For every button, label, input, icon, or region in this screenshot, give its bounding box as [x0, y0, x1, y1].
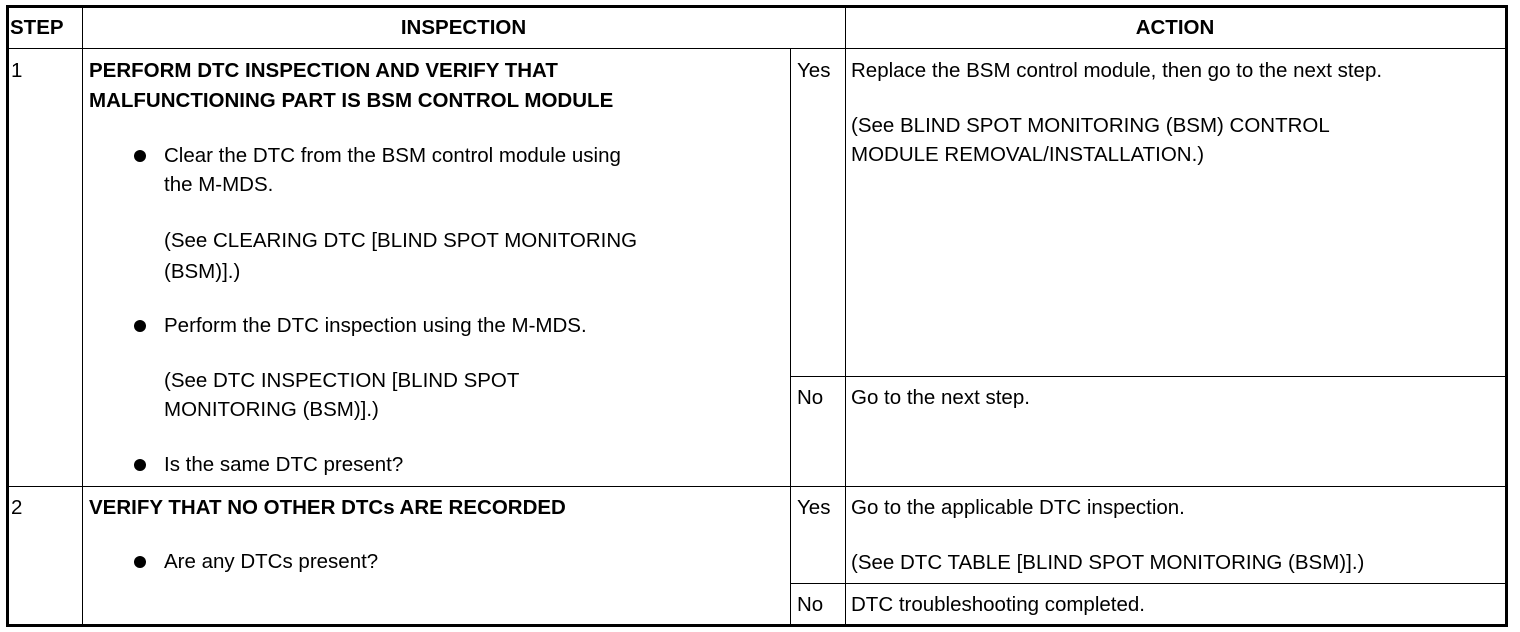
- troubleshooting-table: [6, 5, 1508, 627]
- inspection-item: Are any DTCs present?: [164, 550, 379, 573]
- step-number: 2: [11, 496, 23, 519]
- header-step: STEP: [10, 16, 64, 39]
- divider: [6, 486, 1508, 487]
- yes-action: Replace the BSM control module, then go …: [851, 59, 1383, 82]
- divider: [82, 5, 83, 627]
- reference-link[interactable]: (See DTC TABLE [BLIND SPOT MONITORING (B…: [851, 551, 1365, 574]
- inspection-item: Clear the DTC from the BSM control modul…: [164, 144, 621, 167]
- reference-link[interactable]: (See DTC INSPECTION [BLIND SPOT: [164, 369, 520, 392]
- step-title: PERFORM DTC INSPECTION AND VERIFY THAT: [89, 59, 558, 82]
- divider: [845, 5, 846, 627]
- reference-link[interactable]: (BSM)].): [164, 260, 241, 283]
- bullet-icon: [134, 459, 146, 471]
- reference-link[interactable]: (See BLIND SPOT MONITORING (BSM) CONTROL: [851, 114, 1330, 137]
- bullet-icon: [134, 150, 146, 162]
- divider: [790, 583, 1508, 584]
- yes-action: Go to the applicable DTC inspection.: [851, 496, 1185, 519]
- yes-label: Yes: [797, 496, 831, 519]
- yes-label: Yes: [797, 59, 831, 82]
- step-title: VERIFY THAT NO OTHER DTCs ARE RECORDED: [89, 496, 566, 519]
- no-action: DTC troubleshooting completed.: [851, 593, 1145, 616]
- no-label: No: [797, 593, 824, 616]
- header-action: ACTION: [1135, 16, 1215, 39]
- reference-link[interactable]: (See CLEARING DTC [BLIND SPOT MONITORING: [164, 229, 638, 252]
- inspection-item: Is the same DTC present?: [164, 453, 404, 476]
- bullet-icon: [134, 556, 146, 568]
- divider: [790, 376, 1508, 377]
- no-label: No: [797, 386, 824, 409]
- divider: [790, 48, 791, 627]
- header-inspection: INSPECTION: [400, 16, 527, 39]
- step-title: MALFUNCTIONING PART IS BSM CONTROL MODUL…: [89, 89, 614, 112]
- reference-link[interactable]: MODULE REMOVAL/INSTALLATION.): [851, 143, 1205, 166]
- inspection-item: the M-MDS.: [164, 173, 274, 196]
- bullet-icon: [134, 320, 146, 332]
- step-number: 1: [11, 59, 23, 82]
- reference-link[interactable]: MONITORING (BSM)].): [164, 398, 379, 421]
- divider: [6, 48, 1508, 49]
- inspection-item: Perform the DTC inspection using the M-M…: [164, 314, 587, 337]
- no-action: Go to the next step.: [851, 386, 1030, 409]
